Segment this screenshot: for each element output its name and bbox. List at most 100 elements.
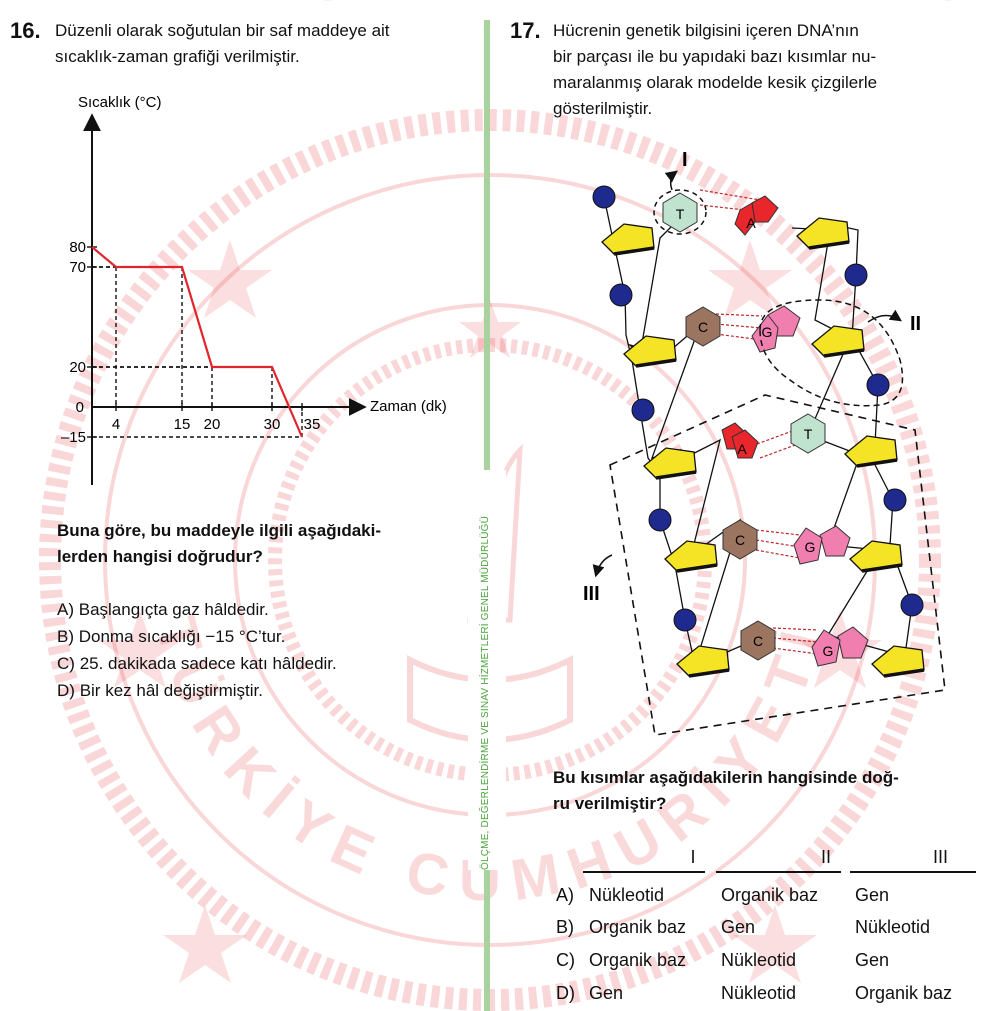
x-tick-label: 35 [304, 416, 321, 433]
sugar-pentagon [643, 447, 697, 479]
table-header-i: I [690, 847, 696, 867]
q17-option-d[interactable]: D) Gen Nükleotid Organik baz [553, 983, 978, 1011]
option-letter: A) [57, 600, 74, 619]
x-tick-label: 15 [174, 416, 191, 433]
sugar-pentagon [849, 540, 903, 572]
base-a [731, 429, 759, 459]
cooling-curve-line [91, 246, 304, 438]
q17-option-a[interactable]: A) Nükleotid Organik baz Gen [553, 885, 978, 913]
y-tick-label: 70 [69, 259, 86, 276]
sugar-edge [655, 470, 697, 480]
base-label: C [698, 319, 708, 335]
q17-option-b[interactable]: B) Organik baz Gen Nükleotid [553, 917, 978, 945]
q17-question-line2: ru verilmiştir? [553, 794, 667, 813]
x-tick-label: 4 [112, 416, 120, 433]
watermark-top-text: MİLLÎ EĞİTİM BAKANLIĞI [0, 0, 983, 13]
q17-question-line1: Bu kısımlar aşağıdakilerin hangisinde do… [553, 768, 899, 787]
base-g [751, 314, 779, 353]
sugar-edge [861, 563, 903, 573]
sugar-group [601, 217, 925, 678]
q16-question-line1: Buna göre, bu maddeyle ilgili aşağıdaki- [57, 521, 382, 540]
hydrogen-bonds [699, 189, 819, 655]
q17-text-line2: bir parçası ile bu yapıdaki bazı kısımla… [553, 47, 877, 66]
phosphate-circle [631, 398, 655, 422]
option-col-iii: Gen [855, 950, 890, 970]
sugar-edge [808, 240, 850, 250]
q16-option-c[interactable]: C) 25. dakikada sadece katı hâldedir. [57, 654, 477, 681]
base-label: G [823, 643, 834, 659]
base-g [811, 629, 841, 667]
header-rule [716, 871, 841, 873]
origin-label: 0 [76, 399, 84, 416]
divider-label-box [468, 470, 506, 870]
table-header-ii: II [820, 847, 831, 867]
phosphate-circle [592, 185, 616, 209]
option-letter: D) [556, 983, 575, 1003]
option-col-i: Organik baz [589, 917, 687, 937]
sugar-pentagon [844, 435, 898, 467]
label-ii: II [910, 313, 921, 335]
x-tick-label: 30 [264, 416, 281, 433]
phosphate-circle [609, 283, 633, 307]
axis-ticks: 4 15 20 30 35 80 70 20 –15 0 [61, 239, 320, 446]
option-col-i: Gen [589, 983, 624, 1003]
base-label: C [753, 633, 763, 649]
option-col-ii: Organik baz [721, 885, 819, 905]
option-col-ii: Gen [721, 917, 756, 937]
option-text: Başlangıçta gaz hâldedir. [78, 600, 269, 619]
phosphate-circle [866, 373, 890, 397]
y-tick-label: –15 [61, 429, 86, 446]
sugar-edge [688, 668, 730, 678]
phosphate-group [592, 185, 924, 632]
option-letter: C) [556, 950, 575, 970]
header-rule [583, 871, 705, 873]
option-letter: B) [57, 627, 74, 646]
sugar-edge [856, 458, 898, 468]
base-label: C [735, 532, 745, 548]
option-text: Donma sıcaklığı −15 °C’tur. [78, 627, 286, 646]
base-label: T [804, 426, 813, 442]
option-text: 25. dakikada sadece katı hâldedir. [79, 654, 337, 673]
option-col-ii: Nükleotid [721, 950, 797, 970]
option-text: Bir kez hâl değiştirmiştir. [79, 681, 263, 700]
option-col-ii: Nükleotid [721, 983, 797, 1003]
sugar-edge [823, 348, 865, 358]
phosphate-circle [900, 593, 924, 617]
q16-option-d[interactable]: D) Bir kez hâl değiştirmiştir. [57, 681, 477, 708]
option-letter: A) [556, 885, 574, 905]
q17-text-line4: gösterilmiştir. [553, 99, 653, 118]
option-letter: B) [556, 917, 574, 937]
sugar-edge [676, 563, 718, 573]
q17-number: 17. [510, 18, 541, 43]
option-letter: C) [57, 654, 75, 673]
sugar-pentagon [601, 223, 655, 255]
q16-option-b[interactable]: B) Donma sıcaklığı −15 °C’tur. [57, 627, 477, 654]
option-col-i: Nükleotid [589, 885, 665, 905]
x-axis-label: Zaman (dk) [370, 398, 447, 415]
base-a [734, 202, 756, 236]
sugar-pentagon [623, 335, 677, 367]
q17-option-c[interactable]: C) Organik baz Nükleotid Gen [553, 950, 978, 978]
q16-option-a[interactable]: A) Başlangıçta gaz hâldedir. [57, 600, 477, 627]
sugar-pentagon [796, 217, 850, 249]
marker-iii-outline [609, 394, 946, 736]
sugar-pentagon [676, 645, 730, 677]
label-iii: III [583, 583, 600, 605]
sugar-edge [635, 358, 677, 368]
base-c [722, 519, 758, 560]
label-i: I [682, 149, 688, 171]
base-g [793, 527, 823, 565]
base-label: A [737, 441, 747, 457]
sugar-pentagon [811, 325, 865, 357]
x-tick-label: 20 [204, 416, 221, 433]
y-tick-label: 80 [69, 239, 86, 256]
q16-text-line1: Düzenli olarak soğutulan bir saf maddeye… [55, 21, 390, 40]
base-t [662, 192, 698, 233]
phosphate-circle [883, 488, 907, 512]
y-tick-label: 20 [69, 359, 86, 376]
sugar-edge [613, 246, 655, 256]
option-col-iii: Nükleotid [855, 917, 931, 937]
option-col-iii: Organik baz [855, 983, 953, 1003]
q17-text-line1: Hücrenin genetik bilgisini içeren DNA’nı… [553, 21, 859, 40]
option-col-iii: Gen [855, 885, 890, 905]
